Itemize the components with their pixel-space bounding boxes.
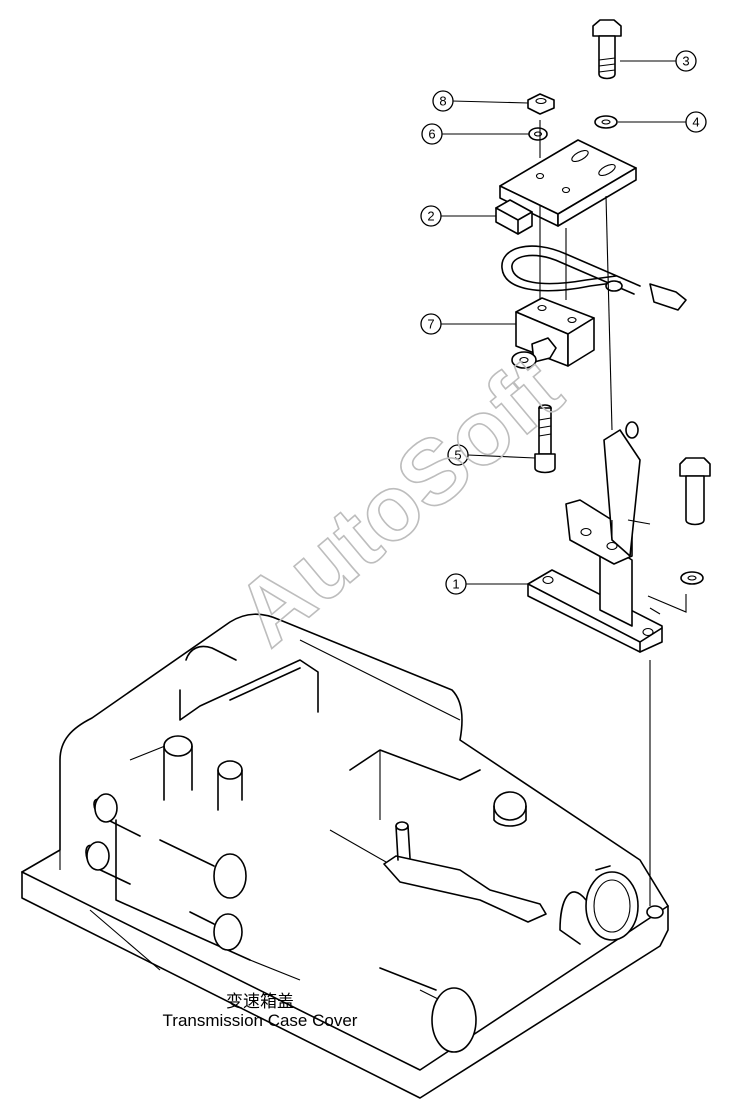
wire-harness bbox=[501, 245, 687, 311]
assembly-lines bbox=[539, 120, 651, 906]
callout-8: 8 bbox=[432, 90, 454, 112]
svg-text:2: 2 bbox=[427, 209, 434, 224]
svg-text:1: 1 bbox=[452, 577, 459, 592]
callout-5: 5 bbox=[447, 444, 469, 466]
caption-chinese: 变速箱盖 bbox=[226, 992, 294, 1011]
callout-2: 2 bbox=[420, 205, 442, 227]
callout-6: 6 bbox=[421, 123, 443, 145]
part-8-nut bbox=[527, 93, 555, 115]
svg-text:6: 6 bbox=[428, 127, 435, 142]
callout-7: 7 bbox=[420, 313, 442, 335]
extra-washer bbox=[680, 571, 704, 585]
watermark: AutoSoft bbox=[217, 338, 580, 666]
part-1-bracket bbox=[527, 421, 687, 653]
caption-english: Transmission Case Cover bbox=[162, 1011, 358, 1030]
callout-4: 4 bbox=[685, 111, 707, 133]
svg-text:3: 3 bbox=[682, 54, 689, 69]
svg-text:5: 5 bbox=[454, 448, 461, 463]
transmission-case-cover bbox=[21, 613, 669, 1099]
svg-text:8: 8 bbox=[439, 94, 446, 109]
part-6-lock-washer bbox=[528, 127, 548, 141]
svg-text:4: 4 bbox=[692, 115, 699, 130]
part-2-switch-bracket bbox=[495, 139, 637, 235]
part-7-switch bbox=[511, 297, 595, 369]
part-3-bolt bbox=[592, 19, 622, 80]
part-4-washer bbox=[594, 115, 618, 129]
part-5-screw bbox=[534, 404, 556, 474]
callout-3: 3 bbox=[675, 50, 697, 72]
svg-text:7: 7 bbox=[427, 317, 434, 332]
leader-lines bbox=[441, 60, 686, 585]
callout-1: 1 bbox=[445, 573, 467, 595]
extra-bolt bbox=[679, 457, 711, 526]
